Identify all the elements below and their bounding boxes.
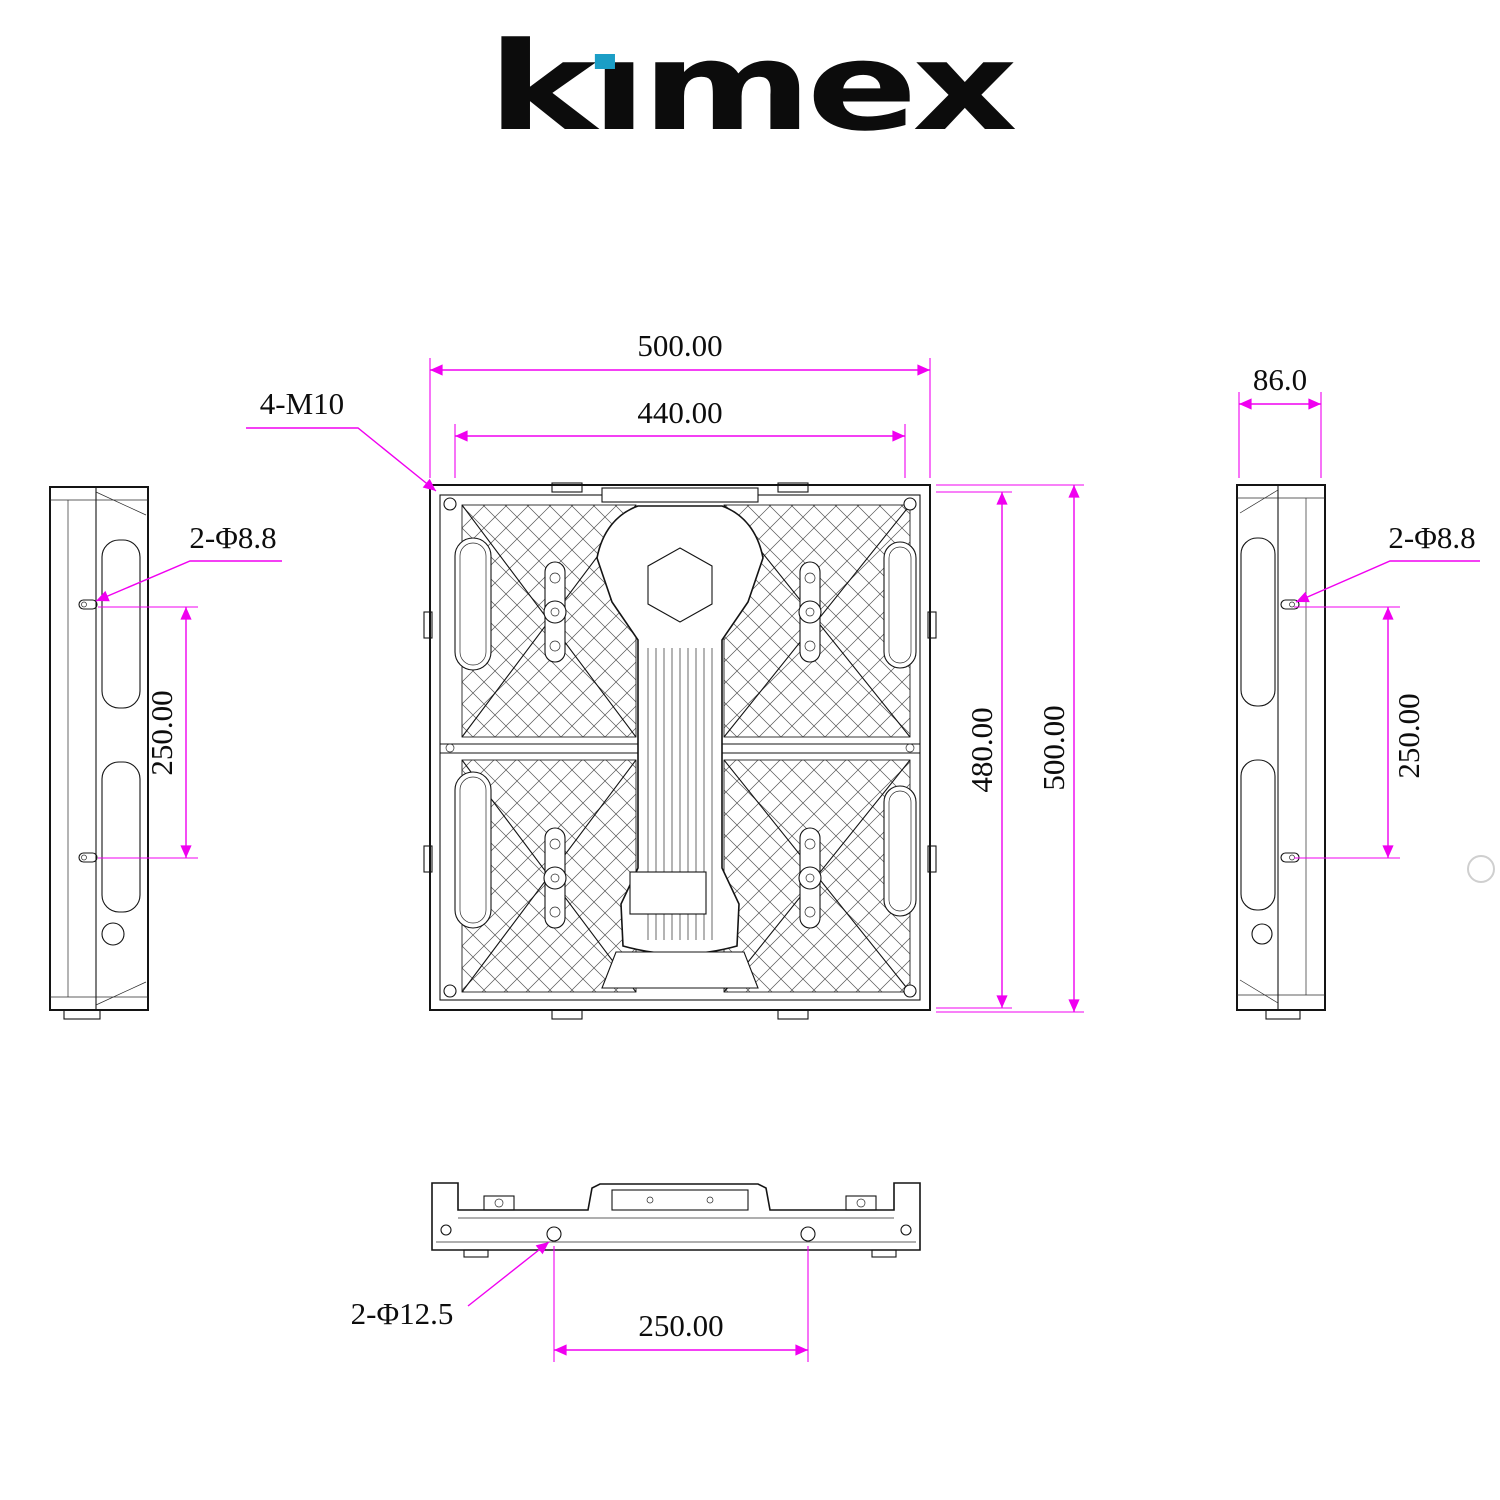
right-hole-spacing-label: 250.00 (1391, 693, 1426, 778)
callout-bottom-holes: 2-Φ12.5 (351, 1241, 550, 1331)
logo-letters-mex: mex (641, 16, 1018, 158)
overall-height-label: 500.00 (1036, 705, 1071, 790)
bottom-holes-label: 2-Φ12.5 (351, 1296, 454, 1331)
callout-corner-thread: 4-M10 (246, 386, 437, 492)
left-side-view (49, 486, 149, 1020)
lock-link-capsules (543, 561, 822, 929)
overall-width-label: 500.00 (637, 328, 722, 363)
central-ribbed-module (596, 487, 764, 989)
inner-width-label: 440.00 (637, 395, 722, 430)
main-rear-view (423, 482, 937, 1020)
dim-right-hole-spacing: 250.00 (1294, 606, 1426, 859)
left-view-keyhole-bottom (78, 852, 98, 863)
dim-bottom-hole-spacing: 250.00 (553, 1246, 809, 1362)
callout-left-keyhole: 2-Φ8.8 (95, 520, 282, 602)
corner-thread-label: 4-M10 (260, 386, 344, 421)
bottom-view (431, 1182, 921, 1258)
right-keyhole-label: 2-Φ8.8 (1388, 520, 1475, 555)
corner-holes (443, 497, 917, 998)
bottom-hole-spacing-label: 250.00 (638, 1308, 723, 1343)
dim-overall-height: 500.00 (936, 484, 1084, 1013)
bottom-hole-right (800, 1226, 816, 1242)
logo-letter-k: k (487, 16, 597, 158)
left-hole-spacing-label: 250.00 (144, 690, 179, 775)
right-side-view (1236, 484, 1326, 1020)
edge-tabs (423, 482, 937, 1020)
dim-depth: 86.0 (1238, 362, 1322, 478)
callout-right-keyhole: 2-Φ8.8 (1295, 520, 1480, 603)
dim-inner-height: 480.00 (936, 491, 1012, 1009)
left-keyhole-label: 2-Φ8.8 (189, 520, 276, 555)
right-view-keyhole-top (1280, 599, 1300, 610)
left-view-keyhole-top (78, 599, 98, 610)
bottom-hole-left (546, 1226, 562, 1242)
depth-label: 86.0 (1253, 362, 1307, 397)
inner-height-label: 480.00 (964, 707, 999, 792)
stray-circle (1467, 855, 1495, 883)
dim-overall-width: 500.00 (429, 328, 931, 478)
dim-inner-width: 440.00 (454, 395, 906, 478)
dim-left-hole-spacing: 250.00 (98, 606, 198, 859)
edge-slots (454, 537, 917, 929)
logo-letter-i: ı (591, 16, 647, 158)
logo-i-dot-icon (595, 54, 616, 69)
